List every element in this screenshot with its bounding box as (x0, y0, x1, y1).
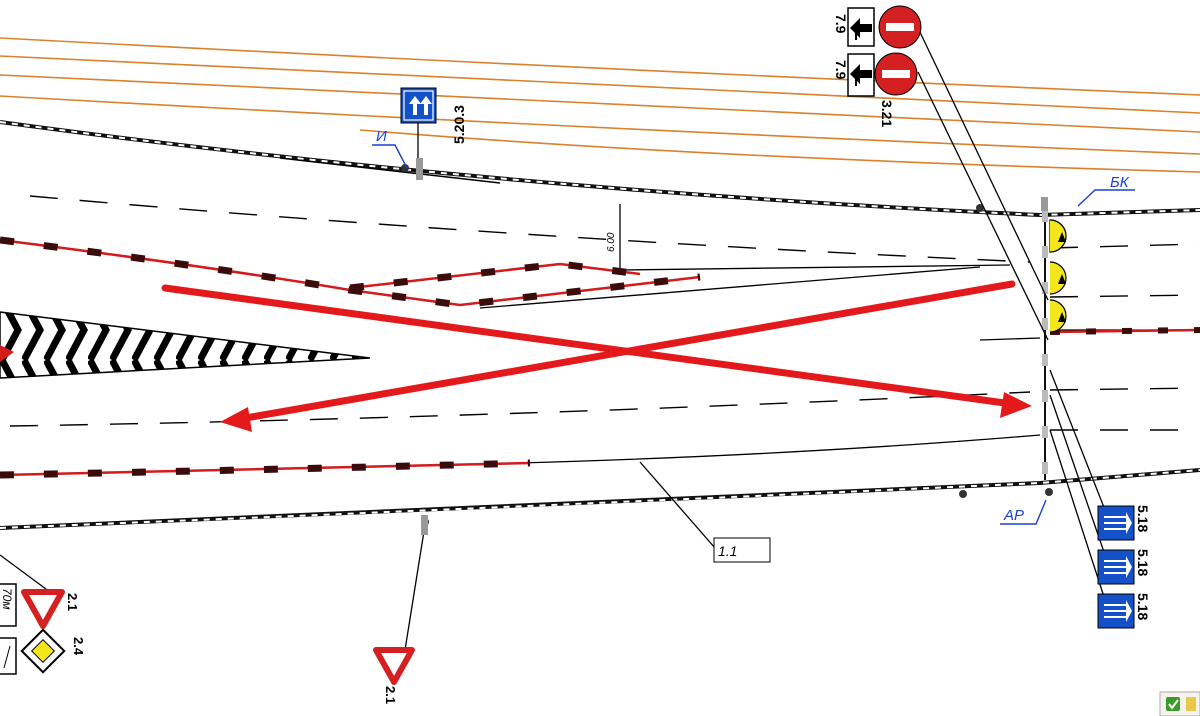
label-light-bk: БК (1110, 174, 1130, 191)
solid-marking-lines (479, 264, 1200, 464)
sign-5-18-c (1097, 593, 1135, 629)
road-edge-top (0, 120, 1200, 218)
sign-7-9-bottom (847, 53, 875, 97)
signal-sections (1049, 219, 1067, 333)
label-width-dimension: 6.00 (606, 232, 617, 252)
yield-sign-left (21, 589, 65, 629)
label-2-1-left: 2.1 (65, 593, 80, 611)
label-light-ar: АР (1003, 507, 1024, 524)
check-icon[interactable] (1159, 691, 1200, 716)
label-2-1-bottom: 2.1 (383, 686, 398, 704)
label-5-18-b: 5.18 (1135, 549, 1151, 576)
label-marking-1-1: 1.1 (718, 543, 737, 559)
signal-posts (416, 158, 1048, 535)
label-7-9-top: 7.9 (833, 14, 849, 34)
sign-5-18-b (1097, 549, 1135, 585)
label-5-20-3: 5.20.3 (451, 105, 467, 144)
label-7-9-bottom: 7.9 (833, 60, 849, 80)
lane-dashes (9, 195, 1200, 431)
label-distance-plate: 70м (0, 588, 14, 610)
sign-7-9-top (847, 7, 875, 47)
sign-5-20-3 (400, 87, 437, 124)
no-entry-sign-top (878, 5, 922, 49)
annotation-leaders (372, 144, 1135, 525)
label-5-18-a: 5.18 (1135, 505, 1151, 532)
utility-lines (0, 37, 1200, 173)
chevron-island (0, 311, 371, 379)
distance-plate-box (0, 583, 17, 675)
cross-arrows (161, 280, 1032, 432)
yield-sign-bottom (373, 647, 415, 685)
label-3-21: 3.21 (879, 100, 895, 127)
main-road-sign (20, 628, 66, 674)
leader-lines (0, 27, 1106, 651)
marking-label-box (713, 537, 771, 563)
label-2-4-left: 2.4 (71, 637, 86, 656)
no-entry-sign-bottom (874, 52, 918, 96)
red-markings (0, 236, 1200, 479)
label-5-18-c: 5.18 (1135, 593, 1151, 620)
lamp-markers (401, 164, 1053, 526)
road-edge-bottom (0, 468, 1200, 530)
label-light-i: И (376, 128, 387, 145)
sign-5-18-a (1097, 505, 1135, 541)
